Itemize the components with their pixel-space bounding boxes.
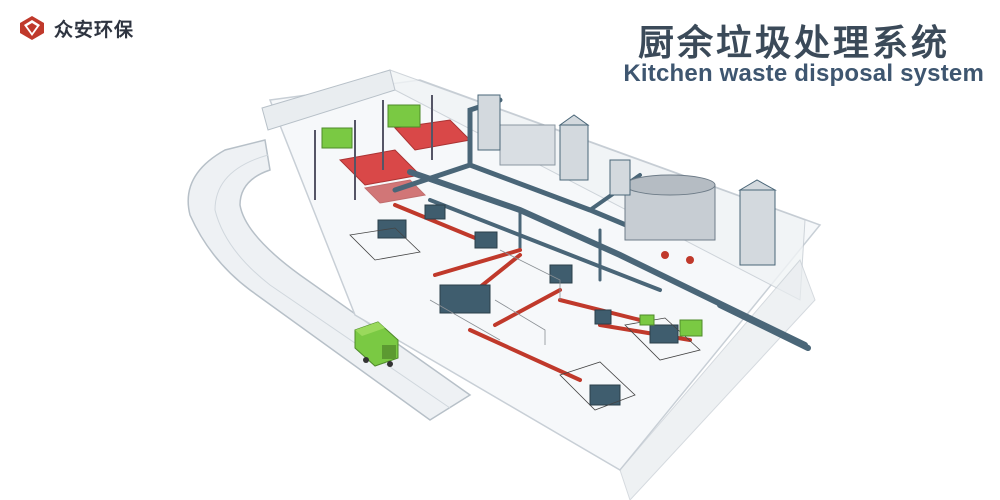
gantry-crane [314,120,356,200]
towers [477,94,777,266]
discharge-pipe [717,302,811,351]
page-subtitle: Kitchen waste disposal system [623,60,984,87]
process-equipment [377,204,679,406]
front-wall [619,259,816,500]
diamond-logo-icon [20,16,44,40]
gantry-crane [382,95,433,170]
green-equipment [639,314,703,337]
brand-header: 众安环保 [18,14,134,42]
brand-name: 众安环保 [54,18,135,41]
railings [429,249,561,345]
access-road [187,139,472,421]
collection-truck [354,321,399,367]
page-title: 厨余垃圾处理系统 [637,23,950,64]
treatment-tanks [499,124,716,264]
